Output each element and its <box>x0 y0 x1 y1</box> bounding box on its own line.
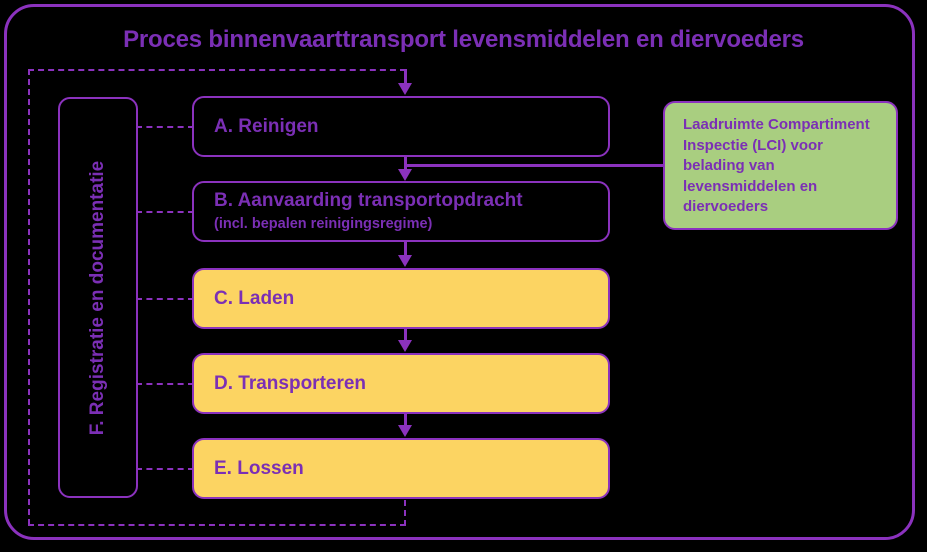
step-box-c-label: C. Laden <box>214 288 295 309</box>
step-box-d-label: D. Transporteren <box>214 373 367 394</box>
callout-connector-line <box>404 164 665 167</box>
callout-box-lci[interactable]: Laadruimte Compartiment Inspectie (LCI) … <box>663 101 898 230</box>
feedback-loop-left <box>28 69 30 525</box>
feedback-loop-right <box>404 500 406 526</box>
callout-box-lci-text: Laadruimte Compartiment Inspectie (LCI) … <box>683 116 870 215</box>
arrow-into-a-head <box>398 83 412 95</box>
step-box-b-label: B. Aanvaarding transportopdracht <box>214 190 523 211</box>
step-box-c[interactable]: C. Laden <box>192 268 610 329</box>
f-link-to-d <box>136 383 194 385</box>
step-box-d[interactable]: D. Transporteren <box>192 353 610 414</box>
step-box-b[interactable]: B. Aanvaarding transportopdracht (incl. … <box>192 181 610 242</box>
step-box-e-label: E. Lossen <box>214 458 304 479</box>
arrow-a-to-b-head <box>398 169 412 181</box>
f-link-to-b <box>136 211 194 213</box>
step-box-f-label: F. Registratie en documentatie <box>87 160 108 435</box>
arrow-into-a-line <box>404 69 407 85</box>
f-link-to-e <box>136 468 194 470</box>
page-title: Proces binnenvaarttransport levensmiddel… <box>123 26 804 53</box>
arrow-d-to-e-head <box>398 425 412 437</box>
step-box-a[interactable]: A. Reinigen <box>192 96 610 157</box>
step-box-f[interactable]: F. Registratie en documentatie <box>58 97 138 498</box>
arrow-c-to-d-head <box>398 340 412 352</box>
f-link-to-a <box>136 126 194 128</box>
arrow-b-to-c-line <box>404 242 407 257</box>
step-box-a-label: A. Reinigen <box>214 116 319 137</box>
step-box-b-sublabel: (incl. bepalen reinigingsregime) <box>214 216 433 232</box>
feedback-loop-bottom <box>28 524 406 526</box>
f-link-to-c <box>136 298 194 300</box>
feedback-loop-top <box>28 69 406 71</box>
step-box-e[interactable]: E. Lossen <box>192 438 610 499</box>
arrow-d-to-e-line <box>404 414 407 427</box>
arrow-c-to-d-line <box>404 329 407 342</box>
arrow-b-to-c-head <box>398 255 412 267</box>
